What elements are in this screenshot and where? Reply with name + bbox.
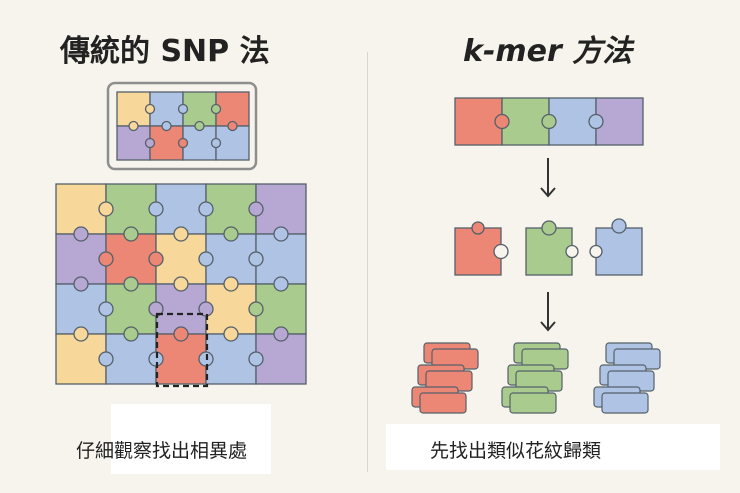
puzzle-knob <box>148 201 164 217</box>
puzzle-knob <box>73 326 89 342</box>
puzzle-piece <box>105 333 157 385</box>
puzzle-knob <box>98 201 114 217</box>
reference-frame <box>106 81 258 171</box>
puzzle-knob <box>248 301 264 317</box>
reference-puzzle-knob <box>227 120 238 132</box>
separated-piece-knob <box>471 221 485 235</box>
puzzle-piece <box>55 183 107 235</box>
puzzle-knob <box>198 201 214 217</box>
reference-puzzle-knob <box>128 120 139 132</box>
puzzle-piece <box>155 283 207 335</box>
reference-puzzle-knob <box>144 137 156 149</box>
left-caption-box <box>111 404 271 474</box>
puzzle-knob <box>223 226 239 242</box>
puzzle-knob <box>173 276 189 292</box>
separated-piece-notch <box>589 244 603 259</box>
right-panel-title: k-mer 方法 <box>463 34 633 69</box>
reference-puzzle-piece <box>149 125 184 161</box>
puzzle-knob <box>273 326 289 342</box>
puzzle-knob <box>173 226 189 242</box>
reference-puzzle-piece <box>182 91 217 127</box>
right-caption-box <box>386 424 720 470</box>
puzzle-knob <box>223 326 239 342</box>
puzzle-piece <box>255 233 307 285</box>
separated-piece <box>595 227 643 276</box>
kmer-strip-piece <box>501 97 550 146</box>
separated-piece-notch <box>565 244 579 259</box>
puzzle-piece <box>255 183 307 235</box>
puzzle-knob <box>173 326 189 342</box>
puzzle-knob <box>248 201 264 217</box>
kmer-strip-piece <box>595 97 644 146</box>
puzzle-knob <box>273 226 289 242</box>
reference-puzzle-knob <box>177 137 189 149</box>
puzzle-knob <box>123 226 139 242</box>
reference-puzzle-knob <box>144 103 156 115</box>
down-arrow-1 <box>540 187 556 198</box>
puzzle-knob <box>198 251 214 267</box>
blue-group-card <box>601 392 649 414</box>
panel-divider <box>367 52 368 472</box>
difference-highlight <box>155 312 209 388</box>
reference-puzzle-knob <box>210 137 222 149</box>
kmer-strip-knob <box>541 113 557 130</box>
puzzle-knob <box>98 351 114 367</box>
puzzle-knob <box>273 276 289 292</box>
puzzle-knob <box>223 276 239 292</box>
reference-puzzle-knob <box>161 120 172 132</box>
separated-piece <box>454 227 502 276</box>
puzzle-piece <box>155 233 207 285</box>
puzzle-knob <box>73 226 89 242</box>
puzzle-knob <box>148 251 164 267</box>
kmer-strip-knob <box>588 113 604 130</box>
separated-piece <box>525 227 573 276</box>
left-panel-title: 傳統的 SNP 法 <box>60 34 270 69</box>
puzzle-knob <box>248 251 264 267</box>
puzzle-knob <box>98 251 114 267</box>
reference-puzzle-piece <box>182 125 217 161</box>
kmer-strip-knob <box>494 113 510 130</box>
puzzle-knob <box>98 301 114 317</box>
puzzle-knob <box>248 351 264 367</box>
green-group-card <box>509 392 557 414</box>
reference-puzzle-knob <box>177 103 189 115</box>
reference-puzzle-knob <box>194 120 205 132</box>
puzzle-knob <box>123 276 139 292</box>
puzzle-knob <box>73 276 89 292</box>
down-arrow-2 <box>540 321 556 332</box>
left-caption: 仔細觀察找出相異處 <box>76 440 248 462</box>
red-group-card <box>419 392 467 414</box>
puzzle-piece <box>205 333 257 385</box>
reference-puzzle-piece <box>149 91 184 127</box>
separated-piece-knob <box>611 218 627 234</box>
separated-piece-knob <box>541 220 557 236</box>
separated-piece-notch <box>493 243 509 260</box>
right-caption: 先找出類似花紋歸類 <box>430 440 602 462</box>
reference-puzzle-knob <box>210 103 222 115</box>
puzzle-piece <box>255 283 307 335</box>
puzzle-piece <box>55 233 107 285</box>
puzzle-knob <box>123 326 139 342</box>
puzzle-piece <box>105 183 157 235</box>
